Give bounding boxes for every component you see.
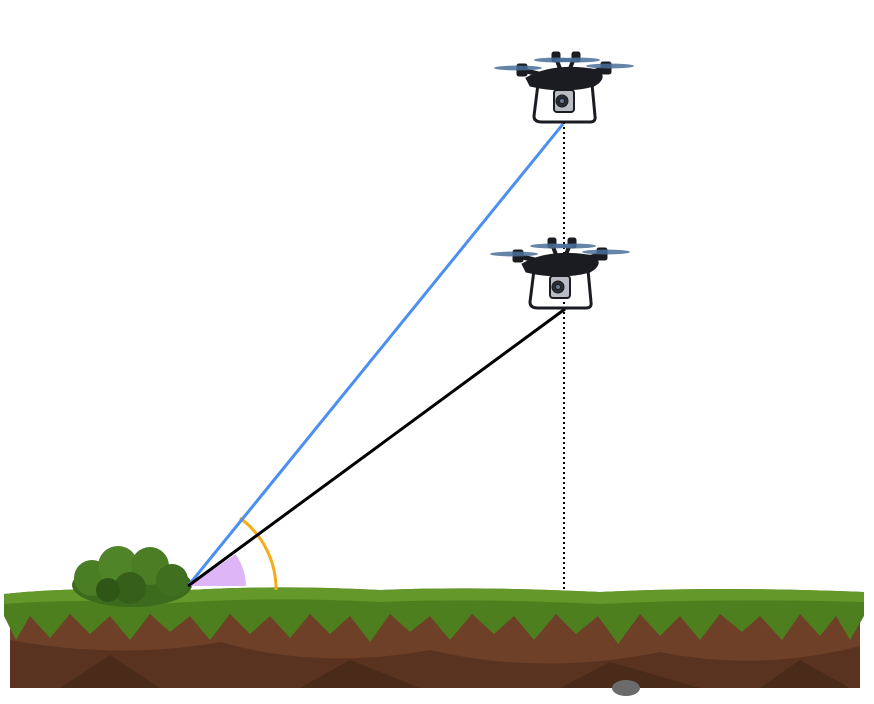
sight-line-to-lower-drone	[187, 307, 566, 588]
elevation-angle-to-lower-drone	[188, 554, 246, 586]
drone-icon	[513, 238, 607, 308]
grass	[4, 587, 864, 644]
upper-drone	[494, 52, 634, 122]
sight-line-to-upper-drone	[186, 123, 565, 587]
rock-icon	[612, 680, 640, 696]
drone-icon	[517, 52, 611, 122]
bush-icon	[72, 546, 192, 607]
elevation-angle-to-upper-drone	[239, 516, 278, 591]
lower-drone	[490, 238, 630, 308]
